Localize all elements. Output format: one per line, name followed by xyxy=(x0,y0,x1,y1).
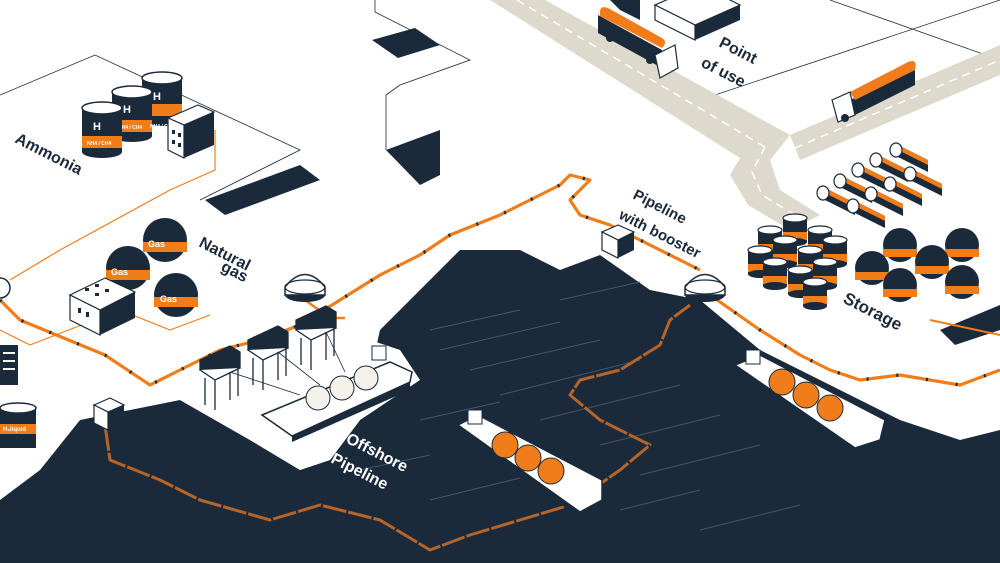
storage-tank-icon xyxy=(903,166,942,196)
storage-cylinder-tanks xyxy=(747,213,848,310)
storage-tank-icon xyxy=(802,277,828,310)
gas-label-b: Gas xyxy=(111,267,128,277)
storage-tank-icon xyxy=(855,251,889,285)
point-of-use-buildings xyxy=(610,0,742,41)
booster-station-icon xyxy=(92,397,126,431)
liquid-label: H₂liquid xyxy=(3,427,26,433)
storage-tank-icon xyxy=(869,152,908,182)
natural-gas-tanks: Gas Gas Gas xyxy=(68,218,198,336)
h2-label-b: H xyxy=(123,104,131,116)
lng-ship-icon xyxy=(733,349,886,455)
storage-tank-icon xyxy=(883,228,917,262)
lng-ship-icon xyxy=(456,409,603,518)
storage-tank-icon xyxy=(851,162,890,192)
offshore-pipeline xyxy=(103,303,691,552)
band-label-b: NH4 / CH4 xyxy=(118,125,142,131)
storage-tank-icon: Gas xyxy=(106,246,150,290)
storage-round-tanks xyxy=(855,228,979,302)
storage-tank-icon xyxy=(772,235,798,268)
road xyxy=(490,0,1000,230)
port-crane-icon xyxy=(246,325,290,390)
storage-tank-icon: Gas xyxy=(154,273,198,317)
port-crane-icon xyxy=(294,305,338,370)
storage-tank-icon: NH4 / CH4 H xyxy=(81,101,123,158)
band-label-c: NH4 / CH4 xyxy=(150,124,174,130)
factory-icon xyxy=(166,104,216,159)
storage-tank-icon xyxy=(762,257,788,290)
lng-terminal-dome-2 xyxy=(684,273,726,302)
factory-icon: H₂liquid xyxy=(0,277,37,448)
ammonia-tanks: H NH4 / CH4 H NH4 / CH4 H NH4 / CH4 xyxy=(81,71,216,159)
storage-tank-icon xyxy=(883,268,917,302)
tanker-truck-icon xyxy=(598,7,679,79)
storage-tank-icon xyxy=(864,186,903,216)
gas-label-c: Gas xyxy=(160,294,177,304)
gas-label-a: Gas xyxy=(148,239,165,249)
main-pipeline-dashes xyxy=(0,173,701,387)
storage-tank-icon xyxy=(889,142,928,172)
band-label-a: NH4 / CH4 xyxy=(87,141,111,147)
lng-ship-icon xyxy=(260,345,413,442)
feeder-pipeline xyxy=(9,130,216,281)
storage-tank-icon xyxy=(945,228,979,262)
lng-terminal-dome xyxy=(284,273,326,302)
storage-tank-icon xyxy=(945,265,979,299)
h2-label-c: H xyxy=(153,91,161,103)
port-crane-icon xyxy=(198,345,242,410)
storage-tank-icon xyxy=(883,176,922,206)
factory-icon xyxy=(68,277,137,336)
storage-horizontal-tanks xyxy=(816,142,942,228)
tanker-truck-icon xyxy=(831,61,916,123)
storage-tank-icon xyxy=(915,245,949,279)
storage-tank-icon: Gas xyxy=(143,218,187,262)
h2-label-a: H xyxy=(93,121,101,133)
ammonia-label: Ammonia xyxy=(12,130,85,178)
storage-tank-icon xyxy=(846,198,885,228)
storage-tank-icon xyxy=(833,173,872,203)
port-cranes xyxy=(198,305,346,410)
storage-pipeline xyxy=(709,293,1000,387)
booster-station-icon xyxy=(600,224,636,259)
